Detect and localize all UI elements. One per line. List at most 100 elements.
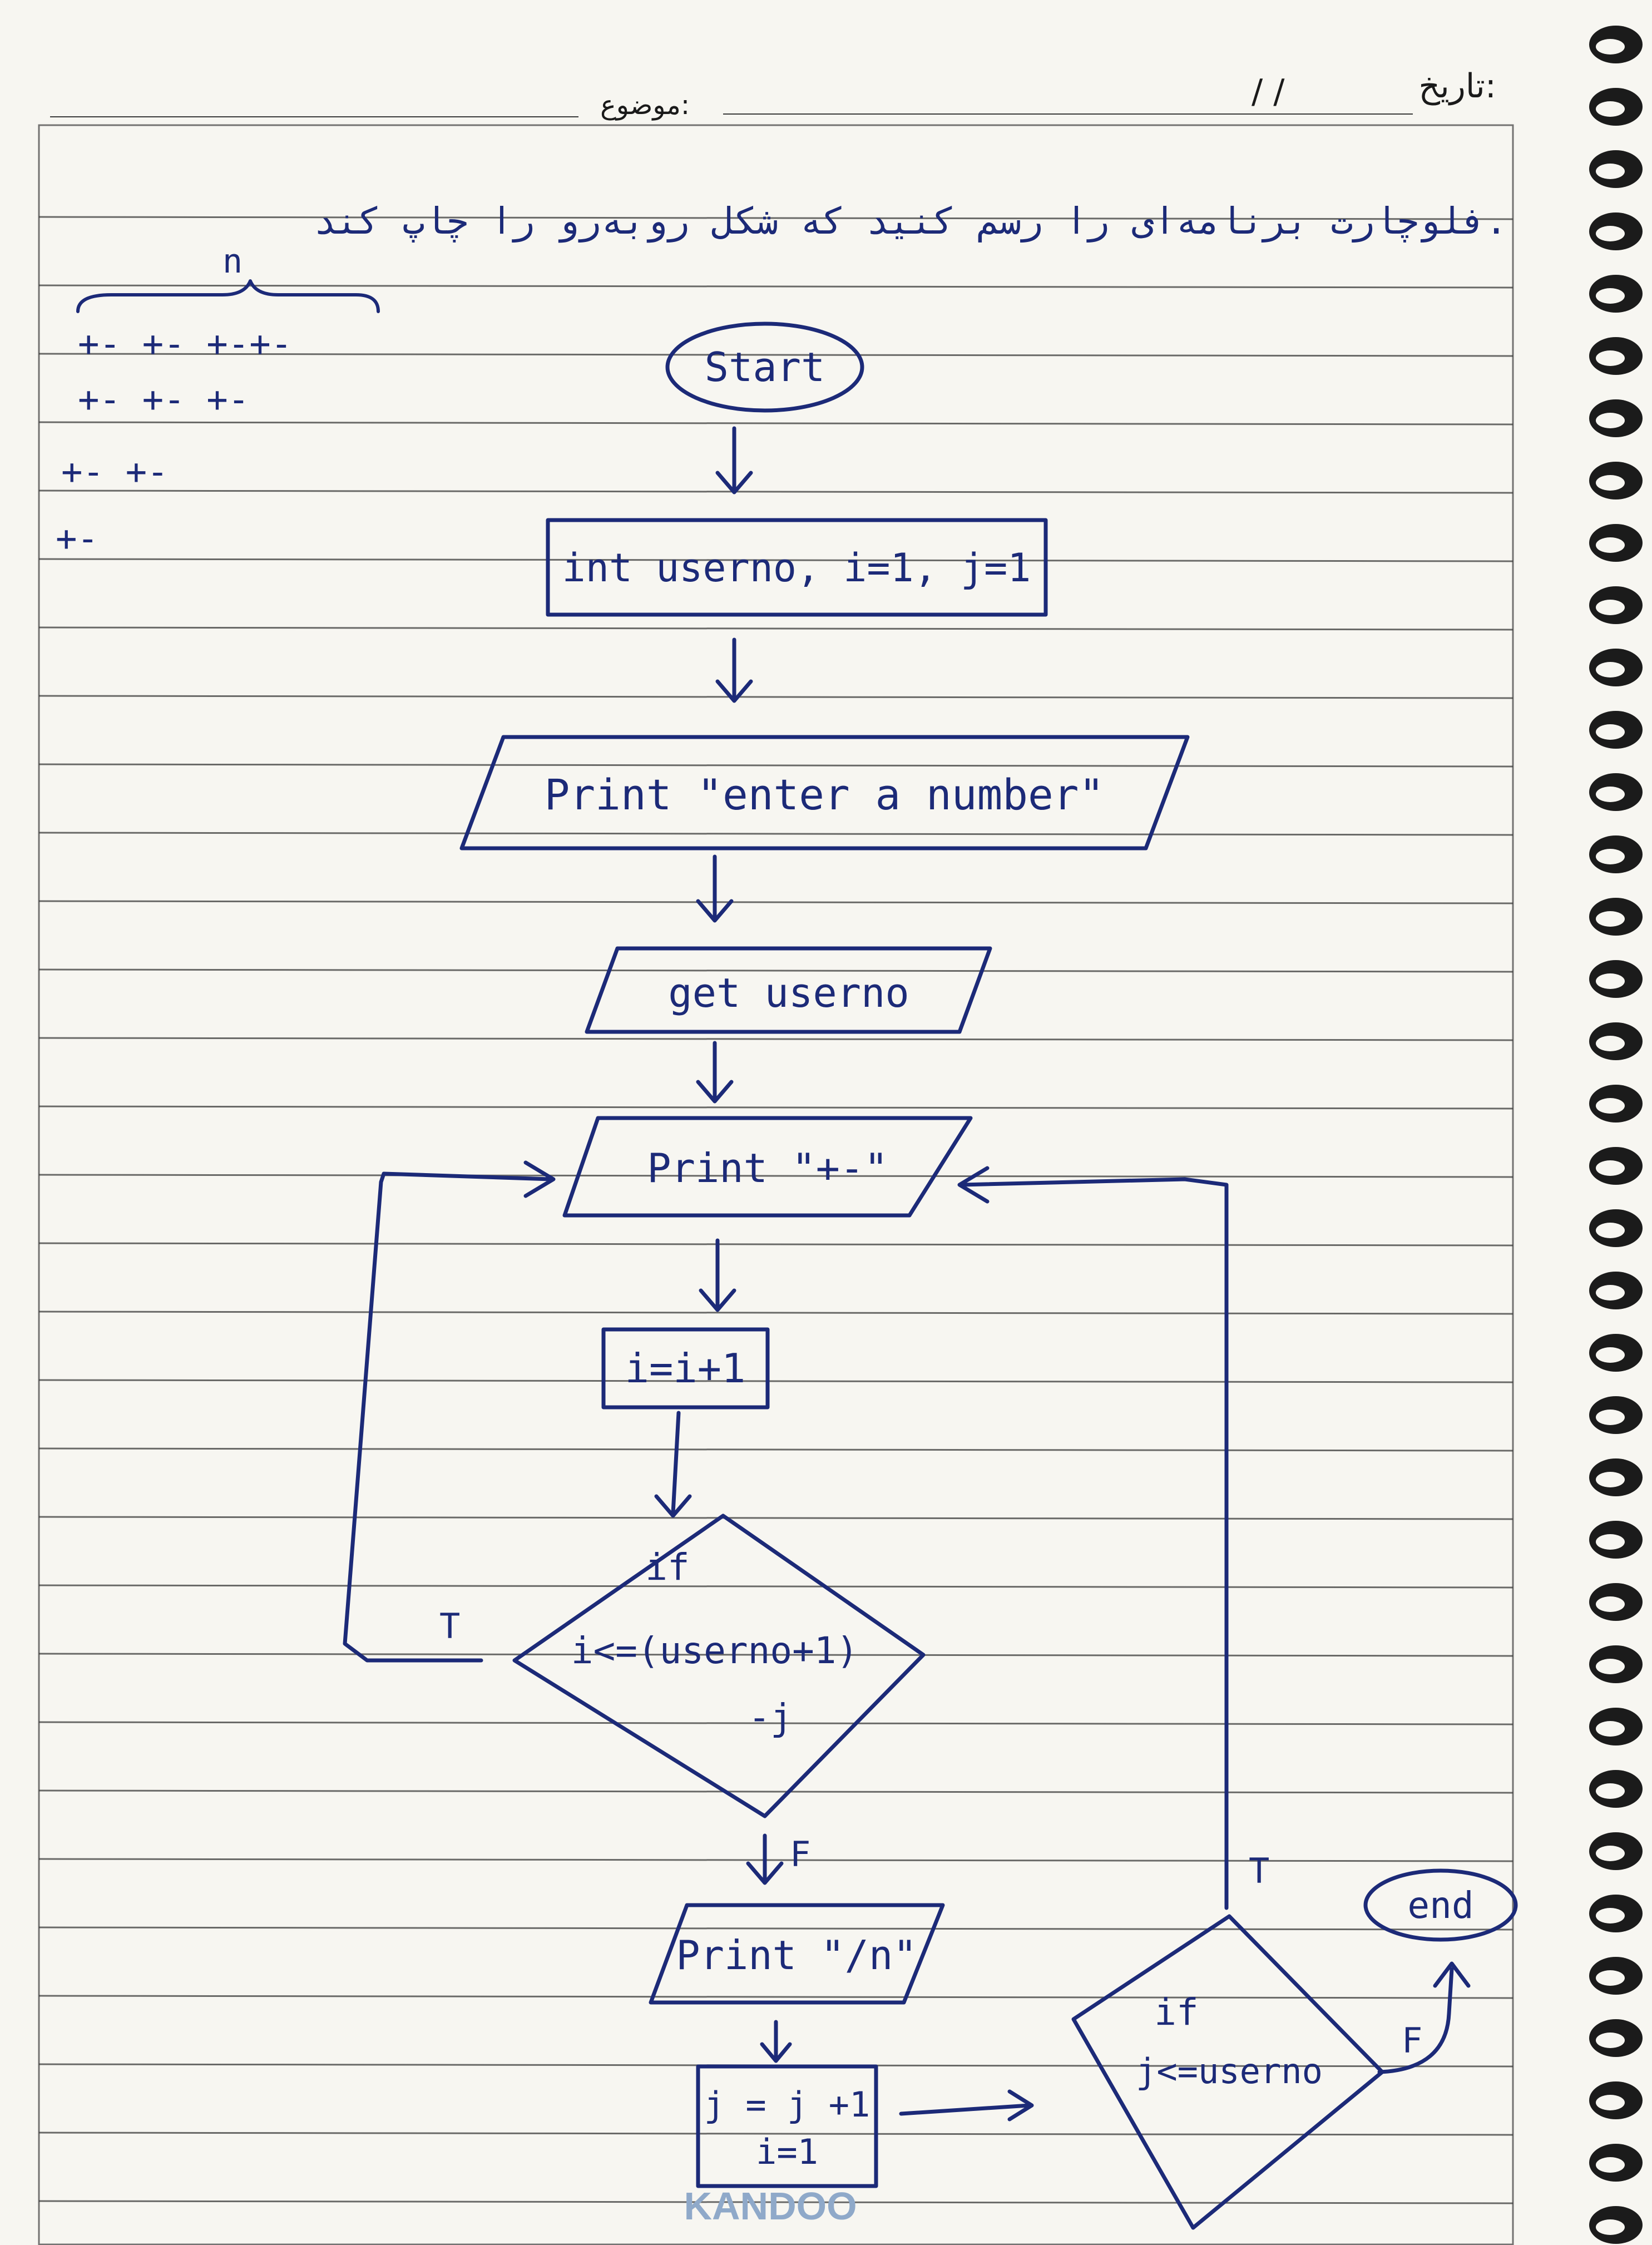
spiral-ring-hole xyxy=(1596,787,1625,802)
ruled-line xyxy=(38,763,1513,768)
ruled-line xyxy=(38,1447,1513,1452)
ruled-line xyxy=(38,1995,1513,1999)
ruled-line xyxy=(38,2200,1513,2204)
start-label: Start xyxy=(705,344,825,390)
increment-j-process: j = j +1 i=1 xyxy=(696,2064,878,2188)
spiral-ring-hole xyxy=(1596,2033,1625,2048)
input-label: get userno xyxy=(668,970,909,1016)
input-parallelogram xyxy=(585,946,992,1034)
ruled-line xyxy=(38,421,1513,426)
declare-box xyxy=(546,518,1048,617)
ruled-line xyxy=(38,1174,1513,1178)
spiral-ring-hole xyxy=(1596,537,1625,553)
print-plusminus-output: Print "+-" xyxy=(562,1116,973,1218)
end-terminal: end xyxy=(1363,1868,1518,1942)
spiral-ring-hole xyxy=(1596,1036,1625,1051)
ruled-line xyxy=(38,1653,1513,1657)
ruled-line xyxy=(38,2132,1513,2136)
pattern-row: +- +- +-+- xyxy=(78,324,292,365)
increment-j-line: j = j +1 xyxy=(704,2084,870,2125)
ruled-line xyxy=(38,1721,1513,1725)
spiral-ring-hole xyxy=(1596,164,1625,179)
ruled-line xyxy=(38,1926,1513,1931)
spiral-ring-hole xyxy=(1596,849,1625,864)
ruled-lines xyxy=(38,216,1513,2204)
ruled-line xyxy=(38,1584,1513,1589)
print-newline-label: Print "/n" xyxy=(676,1932,917,1979)
declare-label: int userno, i=1, j=1 xyxy=(562,545,1031,591)
increment-i-box xyxy=(601,1327,770,1410)
flowchart-connectors xyxy=(343,426,1471,2122)
spiral-binding xyxy=(1589,26,1643,2244)
spiral-ring-hole xyxy=(1596,475,1625,491)
increment-j-box xyxy=(696,2064,878,2188)
spiral-ring-hole xyxy=(1596,350,1625,366)
loop-true-j xyxy=(957,1166,1229,1910)
spiral-ring-hole xyxy=(1596,724,1625,740)
spiral-ring-hole xyxy=(1596,662,1625,678)
pattern-row: +- xyxy=(56,518,98,560)
spiral-ring-hole xyxy=(1596,1659,1625,1674)
condition-i-diamond xyxy=(512,1514,926,1818)
ruled-line xyxy=(38,626,1513,631)
condition-i-line: if xyxy=(645,1546,689,1589)
ruled-line xyxy=(38,216,1513,220)
ruled-line xyxy=(38,1379,1513,1383)
edge-label-true-j: T xyxy=(1249,1851,1269,1891)
condition-i-line: i<=(userno+1) xyxy=(571,1629,859,1672)
spiral-ring-hole xyxy=(1596,600,1625,615)
increment-i-label: i=i+1 xyxy=(625,1345,746,1392)
arrow-input-printpm xyxy=(696,1041,734,1104)
pattern-brace-label: n xyxy=(222,242,243,281)
ruled-line xyxy=(38,353,1513,357)
edge-label-true-i: T xyxy=(439,1606,460,1646)
spiral-ring-hole xyxy=(1596,1347,1625,1363)
arrow-incj-condj xyxy=(899,2089,1034,2122)
pattern-row: +- +- xyxy=(61,452,169,493)
notebook-brand: KANDOO xyxy=(684,2184,857,2228)
subject-label: موضوع: xyxy=(600,90,690,121)
start-terminal: Start xyxy=(665,322,864,413)
arrow-prompt-input xyxy=(696,854,734,923)
date-label: تاریخ: xyxy=(1418,67,1496,106)
condition-i-decision: if i<=(userno+1) -j xyxy=(512,1514,926,1818)
ruled-line xyxy=(38,695,1513,699)
ruled-line xyxy=(38,1516,1513,1520)
condition-j-diamond xyxy=(1071,1914,1384,2230)
end-oval xyxy=(1363,1868,1518,1942)
ruled-line xyxy=(38,900,1513,904)
ruled-line xyxy=(38,1311,1513,1315)
ruled-line xyxy=(38,284,1513,289)
spiral-ring-hole xyxy=(1596,288,1625,304)
edge-label-false-i: F xyxy=(790,1834,810,1875)
ruled-line xyxy=(38,1037,1513,1041)
spiral-ring-hole xyxy=(1596,101,1625,117)
spiral-ring-hole xyxy=(1596,1783,1625,1799)
arrow-declare-prompt xyxy=(715,637,753,703)
condition-j-decision: if j<=userno xyxy=(1071,1914,1384,2230)
arrow-printnl-incj xyxy=(760,2020,792,2063)
spiral-ring-hole xyxy=(1596,1534,1625,1550)
prompt-parallelogram xyxy=(459,735,1190,850)
print-newline-output: Print "/n" xyxy=(649,1903,945,2005)
arrow-start-declare xyxy=(715,426,753,495)
ruled-line xyxy=(38,1858,1513,1862)
page-margin-box xyxy=(38,124,1514,2245)
spiral-ring-hole xyxy=(1596,2095,1625,2110)
spiral-ring-hole xyxy=(1596,1472,1625,1487)
increment-i-process: i=i+1 xyxy=(601,1327,770,1410)
pattern-brace xyxy=(76,279,380,313)
spiral-ring-hole xyxy=(1596,413,1625,428)
spiral-ring-hole xyxy=(1596,2219,1625,2235)
prompt-output: Print "enter a number" xyxy=(459,735,1190,850)
print-plusminus-label: Print "+-" xyxy=(647,1145,888,1191)
instruction-text: فلوچارت برنامه‌ای را رسم کنید که شکل روب… xyxy=(314,200,1507,243)
spiral-ring-hole xyxy=(1596,226,1625,241)
spiral-ring-hole xyxy=(1596,1160,1625,1176)
spiral-ring-hole xyxy=(1596,973,1625,989)
arrow-condj-end xyxy=(1377,1961,1471,2074)
spiral-ring-hole xyxy=(1596,1223,1625,1238)
loop-true-i xyxy=(343,1160,556,1663)
start-oval xyxy=(665,322,864,413)
